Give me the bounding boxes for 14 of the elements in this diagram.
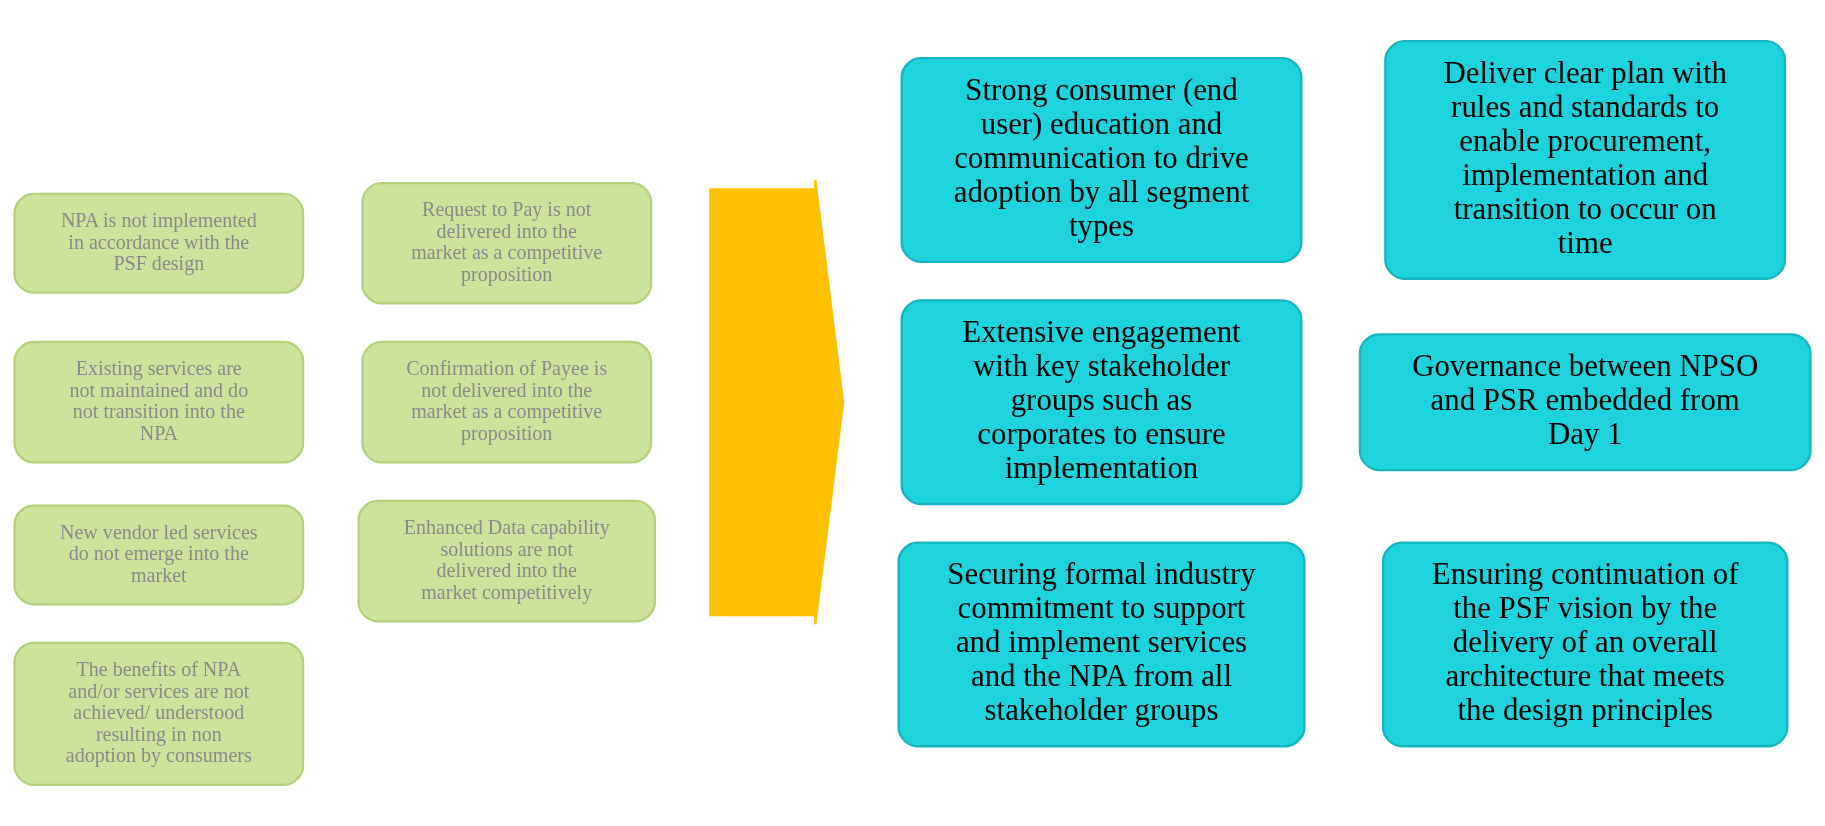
node-box: Existing services are not maintained and do not transition into the NPA: [13, 340, 305, 464]
node-box: Request to Pay is not delivered into the market as a competitive proposition: [361, 181, 653, 305]
node-box: The benefits of NPA and/or services are not achieved/ understood resulting in non adoption by consumers: [13, 641, 305, 786]
node-box: Enhanced Data capability solutions are not delivered into the market competitively: [357, 499, 656, 623]
node-box: Extensive engagement with key stakeholder groups such as corporates to ensure implementation: [900, 299, 1303, 506]
node-box: Deliver clear plan with rules and standards to enable procurement, implementation and transition to occur on time: [1384, 40, 1787, 280]
node-box: Confirmation of Payee is not delivered into the market as a competitive proposition: [361, 340, 653, 464]
node-box: Ensuring continuation of the PSF vision by the delivery of an overall architecture that meets the design principles: [1381, 541, 1789, 748]
node-box: New vendor led services do not emerge into the market: [13, 504, 305, 606]
node-box: Securing formal industry commitment to support and implement services and the NPA from all stakeholder groups: [897, 541, 1306, 748]
node-arrow: [709, 178, 845, 626]
node-box: Governance between NPSO and PSR embedded from Day 1: [1358, 333, 1812, 472]
node-box: Strong consumer (end user) education and communication to drive adoption by all segment types: [900, 57, 1303, 263]
node-box: NPA is not implemented in accordance with the PSF design: [13, 192, 305, 294]
